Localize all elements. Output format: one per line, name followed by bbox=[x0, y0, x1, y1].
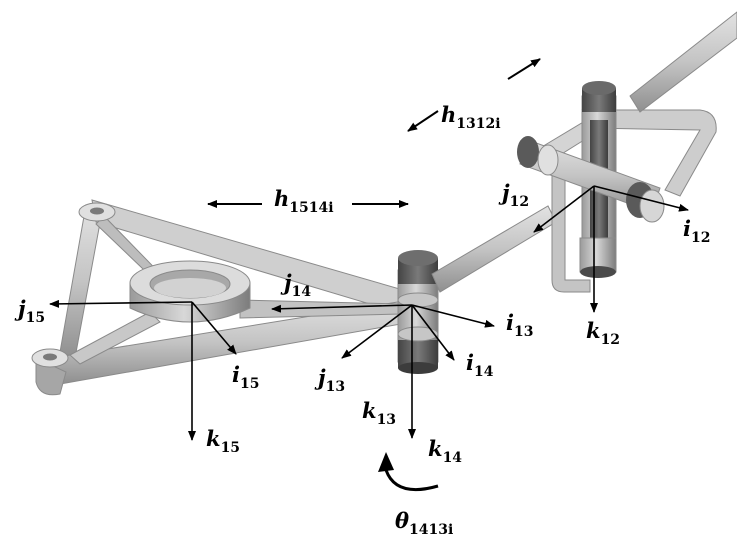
label-theta: θ1413i bbox=[395, 508, 453, 538]
label-k14: k14 bbox=[428, 436, 462, 466]
label-i13: i13 bbox=[506, 310, 533, 340]
axis-j12 bbox=[533, 185, 595, 233]
connecting-arm bbox=[431, 205, 557, 293]
axis-i12 bbox=[593, 185, 689, 212]
label-i15: i15 bbox=[232, 362, 259, 392]
h1312-arrow-lower bbox=[407, 110, 439, 132]
triangular-link bbox=[31, 199, 413, 396]
label-i14: i14 bbox=[466, 350, 494, 380]
label-j12: j12 bbox=[498, 180, 529, 210]
label-h1514: h1514i bbox=[274, 186, 334, 216]
frame-12-axes bbox=[533, 185, 689, 313]
label-j15: j15 bbox=[14, 296, 45, 326]
h1312-arrow-upper bbox=[507, 58, 541, 80]
upper-gimbal bbox=[517, 11, 737, 293]
middle-joint bbox=[397, 250, 439, 374]
axis-i14 bbox=[411, 304, 455, 361]
axis-j14 bbox=[271, 304, 413, 313]
axis-i15 bbox=[191, 301, 237, 355]
axis-j15 bbox=[49, 299, 193, 308]
label-i12: i12 bbox=[683, 216, 710, 246]
rotation-arrow-head bbox=[378, 452, 394, 472]
label-j13: j13 bbox=[314, 365, 345, 395]
rotation-arrow bbox=[384, 469, 439, 492]
label-k13: k13 bbox=[362, 398, 396, 428]
frame-15-axes bbox=[49, 299, 237, 441]
axis-i13 bbox=[411, 304, 495, 328]
frame-13-14-axes bbox=[271, 304, 495, 439]
label-h1312: h1312i bbox=[441, 102, 501, 132]
axis-j13 bbox=[341, 304, 413, 359]
label-k12: k12 bbox=[586, 318, 620, 348]
label-k15: k15 bbox=[206, 426, 240, 456]
